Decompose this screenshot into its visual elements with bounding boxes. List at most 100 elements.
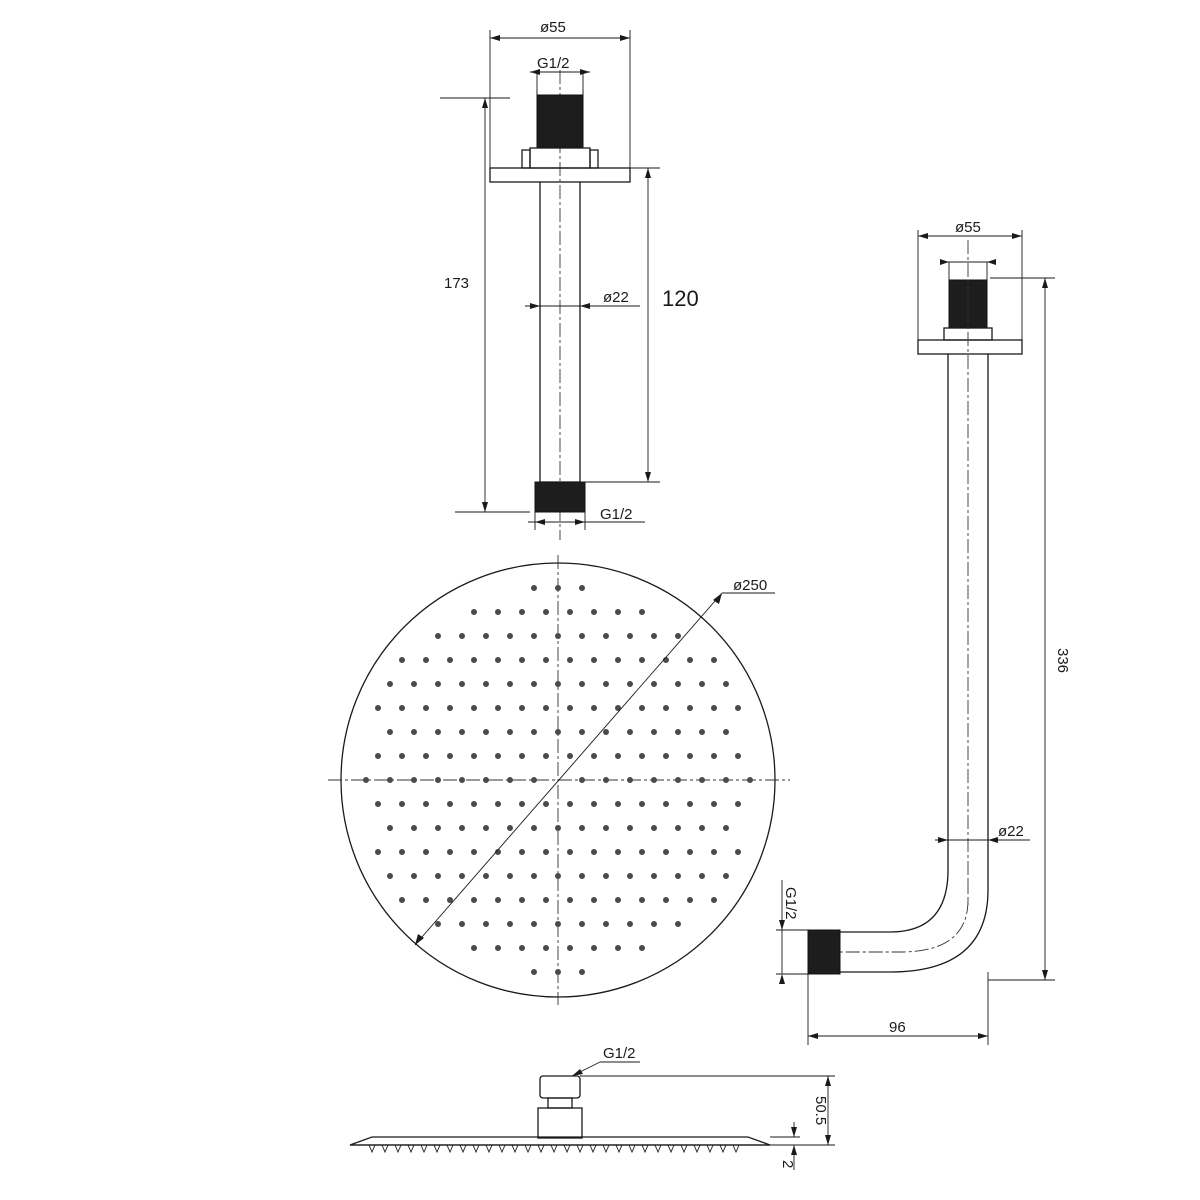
nozzle-dot — [567, 945, 573, 951]
nozzle-dot — [543, 945, 549, 951]
nozzle-dot — [591, 657, 597, 663]
nozzle-dot — [519, 705, 525, 711]
nozzle-dot — [675, 777, 681, 783]
nozzle-dot — [459, 921, 465, 927]
nozzle-dot — [603, 681, 609, 687]
nozzle-dot — [531, 921, 537, 927]
nozzle-dot — [615, 801, 621, 807]
nozzle-dot — [735, 705, 741, 711]
nozzle-dot — [711, 657, 717, 663]
arm-flange — [489, 167, 631, 183]
profile-nozzle — [706, 1144, 714, 1154]
nozzle-dot — [687, 705, 693, 711]
nozzle-dot — [615, 897, 621, 903]
nozzle-dot — [591, 945, 597, 951]
profile-nozzle — [628, 1144, 636, 1154]
arm-tube-diameter-label: ø22 — [603, 289, 629, 306]
nozzle-dot — [675, 921, 681, 927]
nozzle-dot — [387, 873, 393, 879]
nozzle-dot — [495, 753, 501, 759]
profile-nozzle — [511, 1144, 519, 1154]
nozzle-dot — [531, 585, 537, 591]
nozzle-dot — [555, 873, 561, 879]
nozzle-dot — [639, 945, 645, 951]
nozzle-dot — [507, 633, 513, 639]
nozzle-dot — [483, 729, 489, 735]
nozzle-dot — [483, 681, 489, 687]
nozzle-dot — [495, 849, 501, 855]
nozzle-dot — [459, 633, 465, 639]
nozzle-dot — [543, 849, 549, 855]
nozzle-dot — [399, 657, 405, 663]
profile-nozzle — [719, 1144, 727, 1154]
nozzle-dot — [375, 753, 381, 759]
nozzle-dot — [543, 897, 549, 903]
nozzle-dot — [579, 969, 585, 975]
nozzle-dot — [531, 681, 537, 687]
profile-nozzle — [524, 1144, 532, 1154]
nozzle-dot — [459, 777, 465, 783]
nozzle-dot — [651, 777, 657, 783]
nozzle-dot — [675, 633, 681, 639]
nozzle-dot — [579, 921, 585, 927]
nozzle-dot — [447, 897, 453, 903]
nozzle-dot — [399, 849, 405, 855]
nozzle-dot — [471, 753, 477, 759]
side-tube-diameter-label: ø22 — [998, 823, 1024, 840]
profile-nozzle — [459, 1144, 467, 1154]
nozzle-dot — [639, 609, 645, 615]
nozzle-dot — [543, 609, 549, 615]
arm-plate-diameter-label: ø55 — [540, 19, 566, 36]
nozzle-dot — [495, 705, 501, 711]
nozzle-dot — [531, 969, 537, 975]
nozzle-dot — [507, 777, 513, 783]
nozzle-dot — [483, 873, 489, 879]
nozzle-dot — [471, 945, 477, 951]
nozzle-dot — [447, 753, 453, 759]
nozzle-dot — [579, 681, 585, 687]
nozzle-dot — [627, 921, 633, 927]
nozzle-dot — [675, 729, 681, 735]
nozzle-dot — [399, 753, 405, 759]
nozzle-dot — [459, 681, 465, 687]
nozzle-dot — [591, 753, 597, 759]
nozzle-dot — [519, 945, 525, 951]
nozzle-dot — [603, 825, 609, 831]
profile-nozzle — [550, 1144, 558, 1154]
nozzle-dot — [471, 897, 477, 903]
nozzle-dot — [423, 897, 429, 903]
nozzle-dot — [555, 585, 561, 591]
nozzle-dot — [399, 801, 405, 807]
nozzle-dot — [495, 801, 501, 807]
nozzle-dot — [639, 705, 645, 711]
nozzle-dot — [531, 729, 537, 735]
nozzle-dot — [531, 633, 537, 639]
nozzle-dot — [567, 609, 573, 615]
nozzle-dot — [567, 849, 573, 855]
nozzle-dot — [627, 873, 633, 879]
nozzle-dot — [651, 681, 657, 687]
nozzle-dot — [435, 729, 441, 735]
nozzle-dot — [483, 633, 489, 639]
profile-nozzle — [589, 1144, 597, 1154]
profile-nozzle — [394, 1144, 402, 1154]
nozzle-dot — [603, 921, 609, 927]
nozzle-dot — [735, 753, 741, 759]
profile-nozzle — [381, 1144, 389, 1154]
profile-nozzle — [446, 1144, 454, 1154]
nozzle-dot — [615, 849, 621, 855]
nozzle-dot — [435, 921, 441, 927]
nozzle-dot — [555, 633, 561, 639]
side-flange — [917, 339, 1023, 355]
nozzle-dot — [591, 897, 597, 903]
nozzle-dot — [675, 681, 681, 687]
nozzle-dot — [435, 633, 441, 639]
arm-top-thread — [536, 94, 584, 149]
nozzle-dot — [735, 801, 741, 807]
nozzle-dot — [651, 873, 657, 879]
nozzle-dot — [591, 705, 597, 711]
nozzle-dot — [639, 801, 645, 807]
nozzle-dot — [603, 633, 609, 639]
nozzle-dot — [711, 849, 717, 855]
